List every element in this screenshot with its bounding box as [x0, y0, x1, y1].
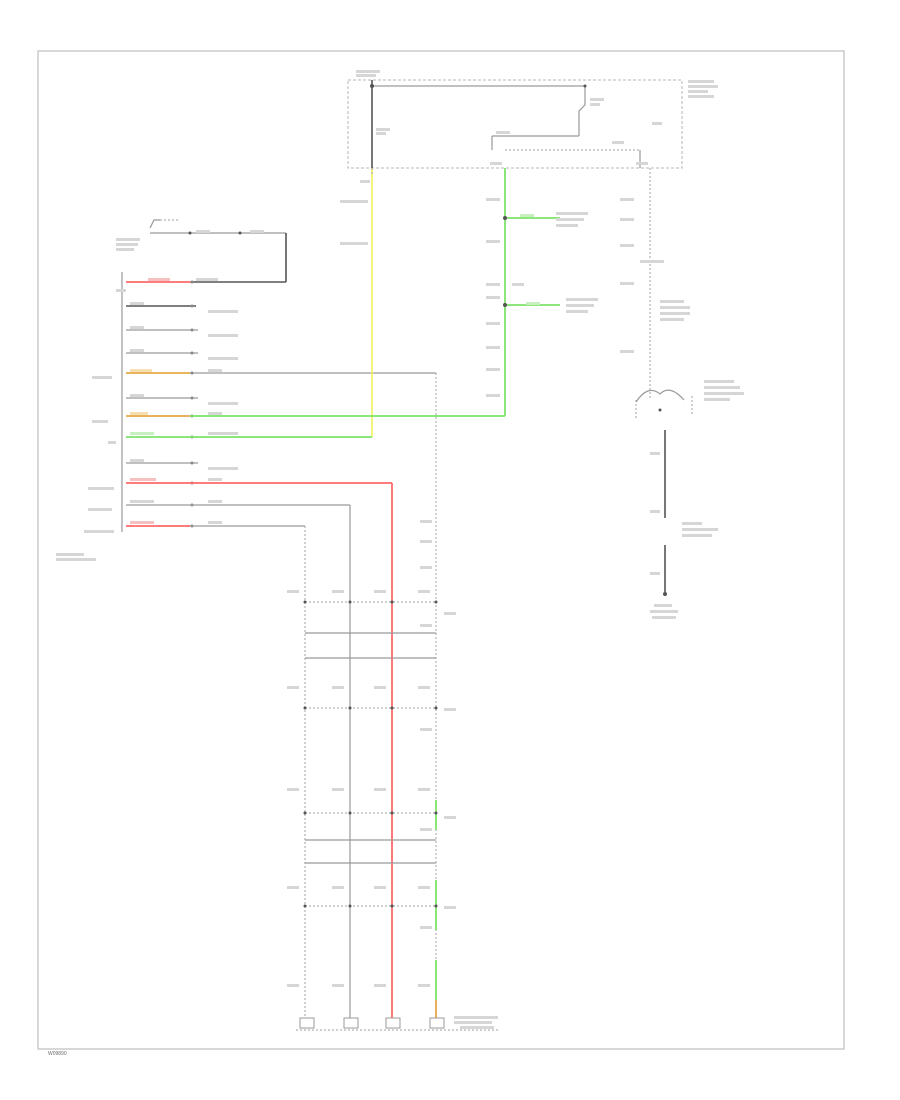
right-side-labels — [340, 180, 598, 397]
fuse-box-labels — [356, 70, 718, 165]
left-top-switch — [116, 219, 287, 283]
right-sensor-chain — [620, 168, 744, 619]
footer-code: W09890 — [48, 1051, 67, 1057]
lower-harness-sections — [287, 520, 456, 1018]
diagram-frame — [37, 50, 845, 1050]
bottom-connector — [296, 1016, 500, 1031]
underhood-fuse-relay-box — [347, 79, 683, 169]
left-connector-block — [56, 272, 436, 561]
